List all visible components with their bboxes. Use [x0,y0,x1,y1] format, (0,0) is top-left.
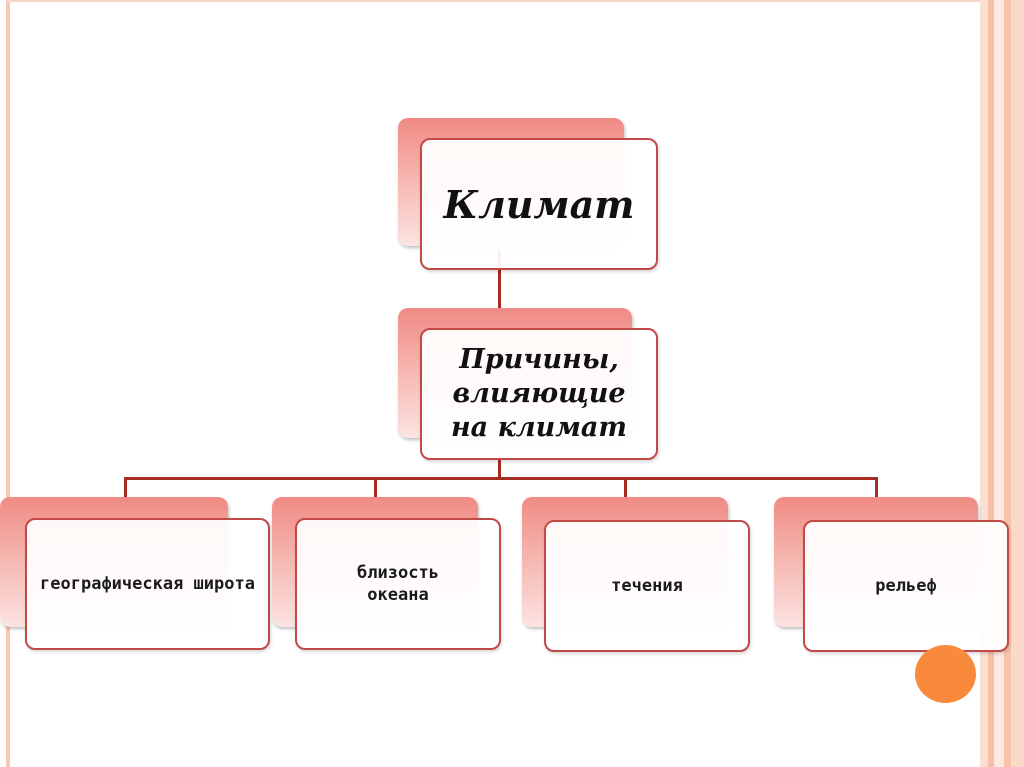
leaf-node-2-box: близость океана [295,518,501,650]
leaf-node-1: географическая широта [0,497,270,650]
connector-root-middle [498,250,501,330]
root-node-label: Климат [443,181,635,227]
middle-node: Причины, влияющие на климат [398,308,658,460]
leaf-node-3-label: течения [611,576,683,596]
decorative-orange-circle [915,645,976,703]
connector-middle-bus [498,455,501,479]
leaf-node-2: близость океана [272,497,501,650]
connector-leaf-1 [124,477,127,499]
left-border-stripe [6,0,10,767]
root-node-box: Климат [420,138,658,270]
connector-leaf-3 [624,477,627,499]
middle-node-box: Причины, влияющие на климат [420,328,658,460]
middle-node-label: Причины, влияющие на климат [451,344,627,443]
leaf-node-2-label: близость океана [357,563,439,605]
leaf-node-1-label: географическая широта [40,574,255,594]
leaf-node-3: течения [522,497,750,652]
connector-horizontal-bus [124,477,878,480]
root-node: Климат [398,118,658,270]
leaf-node-4: рельеф [774,497,1009,652]
right-border-stripes [980,0,1024,767]
leaf-node-4-box: рельеф [803,520,1009,652]
leaf-node-3-box: течения [544,520,750,652]
connector-leaf-4 [875,477,878,499]
top-border-line [6,0,981,2]
connector-leaf-2 [374,477,377,499]
leaf-node-4-label: рельеф [875,576,937,596]
leaf-node-1-box: географическая широта [25,518,270,650]
